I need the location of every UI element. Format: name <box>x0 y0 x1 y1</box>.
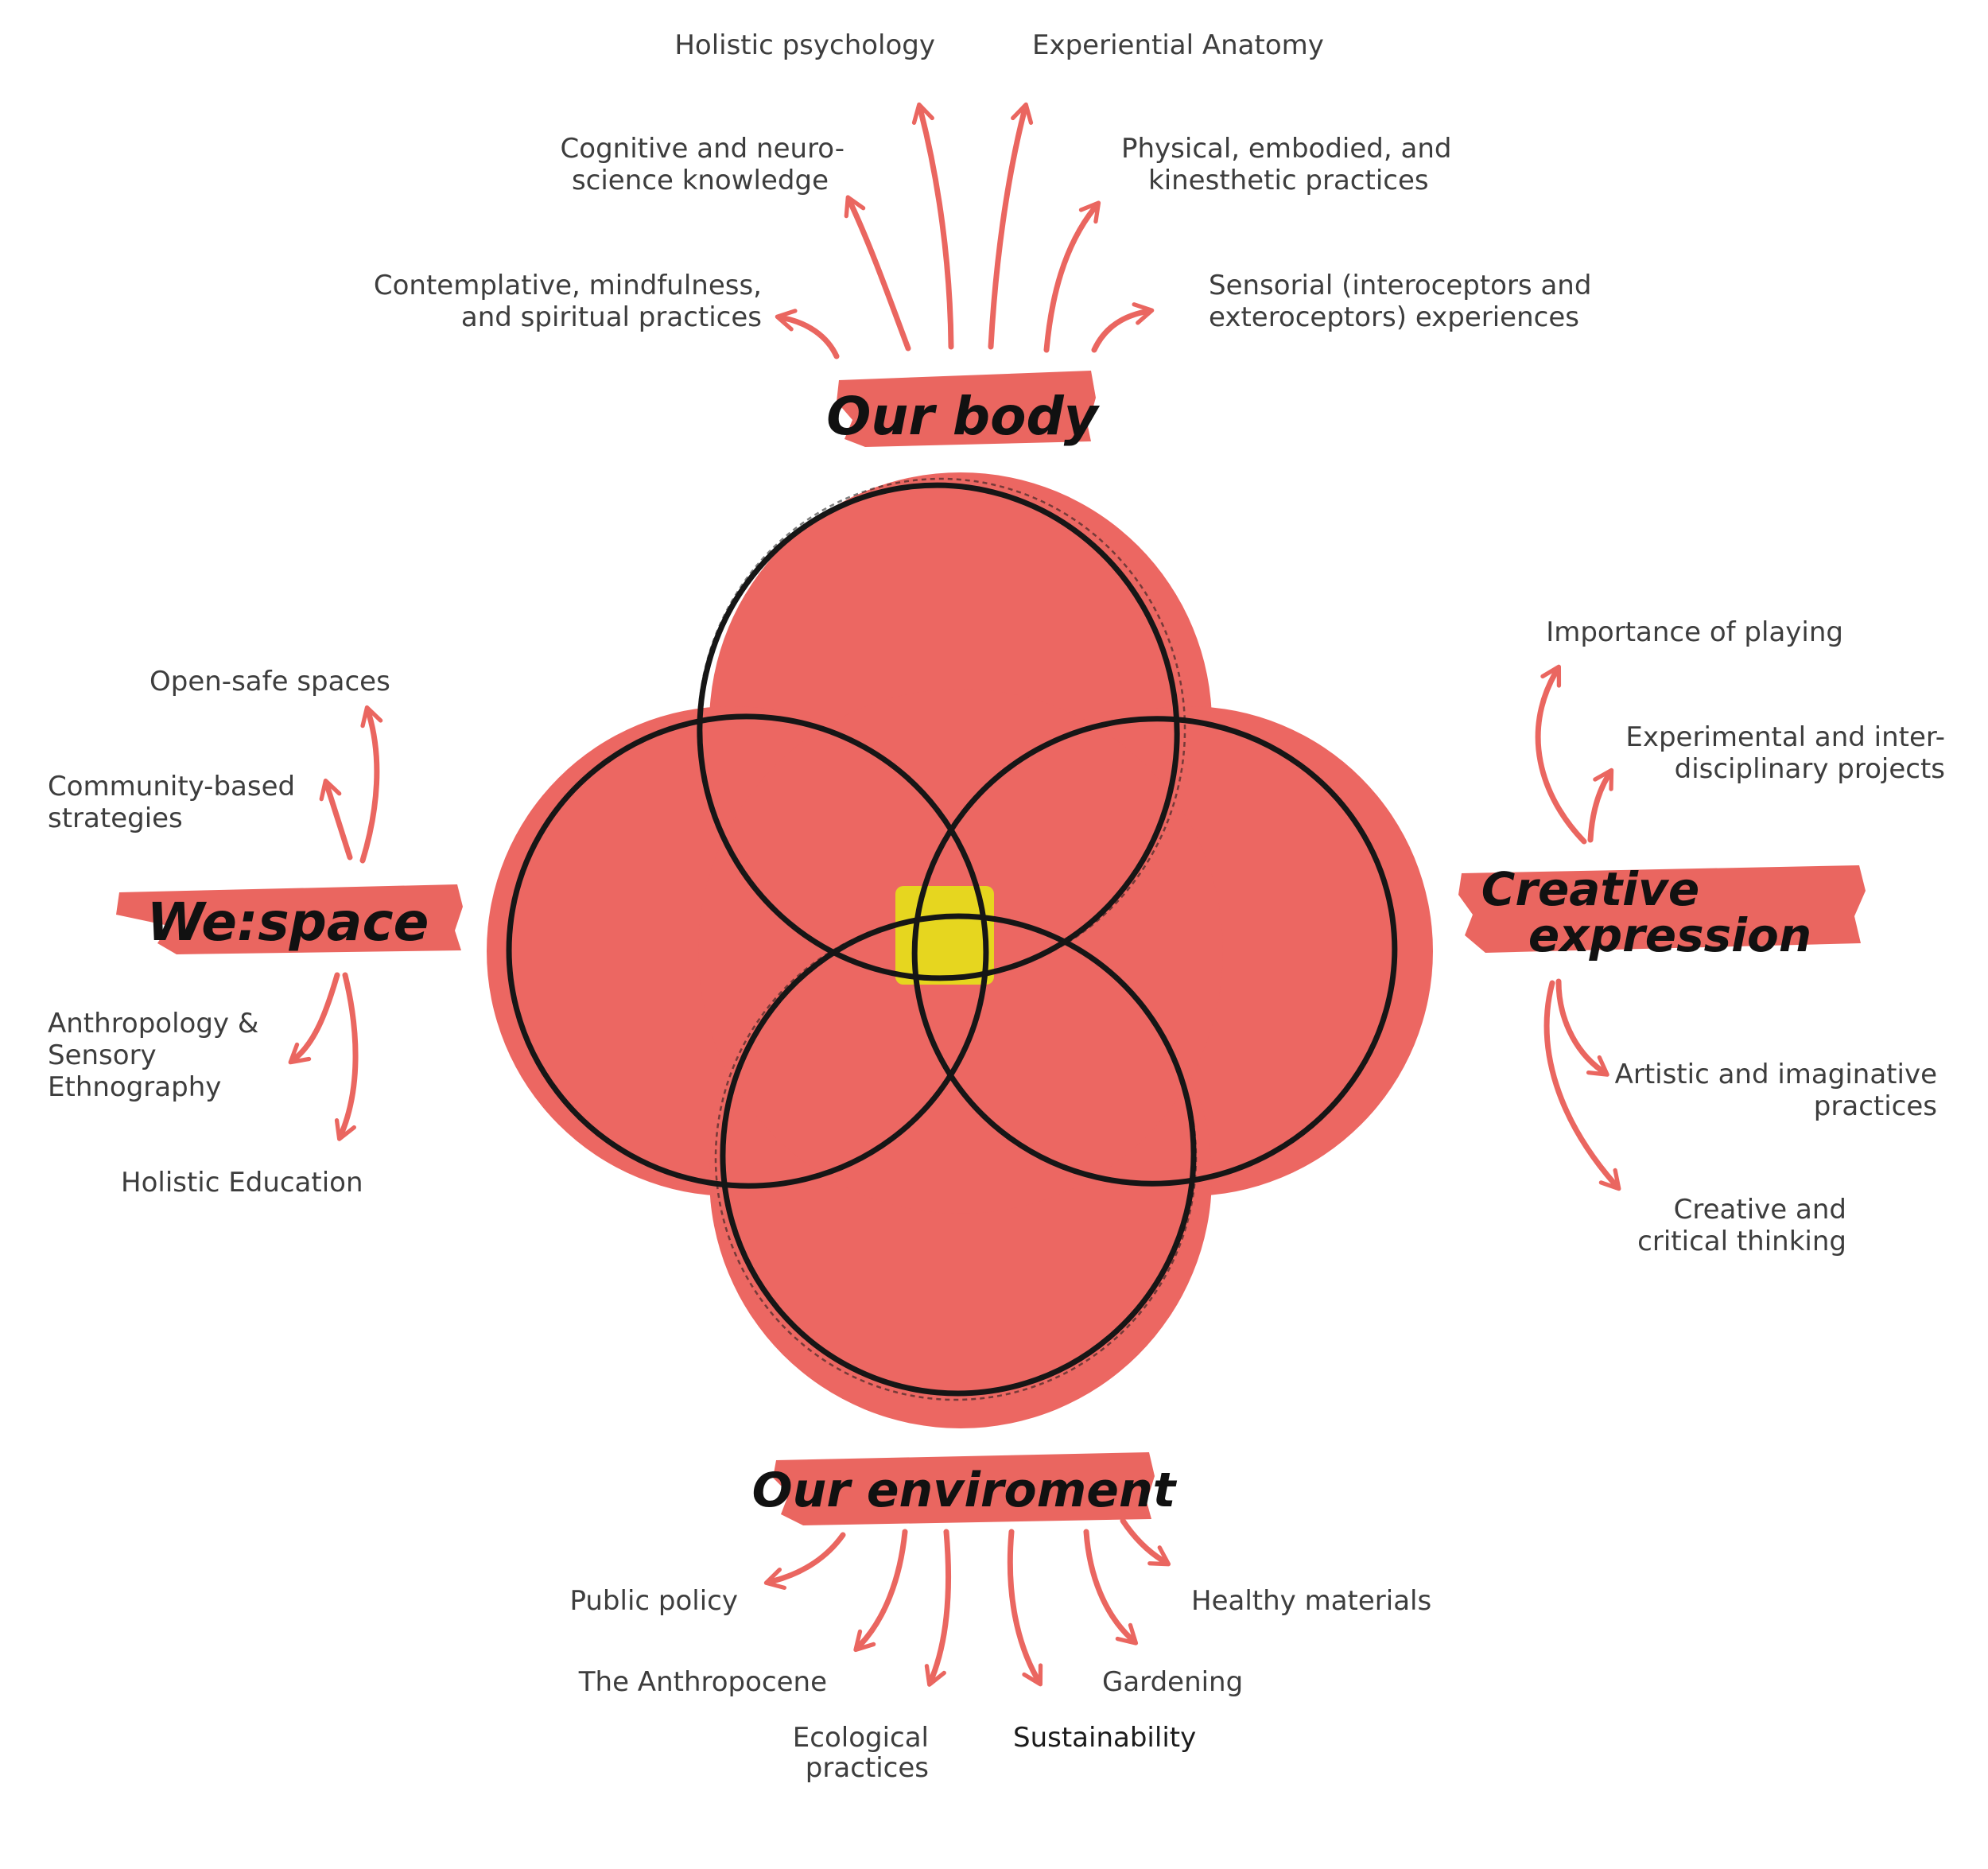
label-ecological-line-1: Ecological <box>793 1722 929 1754</box>
label-artistic-line-2: practices <box>1814 1090 1937 1122</box>
venn-core <box>487 472 1433 1428</box>
category-environment: Our enviroment <box>752 1452 1178 1525</box>
label-physical-line-1: Physical, embodied, and <box>1121 133 1451 165</box>
label-contemplative-line-2: and spiritual practices <box>461 301 762 333</box>
body-brush <box>837 371 1096 447</box>
environment-brush <box>773 1452 1155 1525</box>
label-experiential-anatomy: Experiential Anatomy <box>1032 29 1324 61</box>
label-sensorial-line-1: Sensorial (interoceptors and <box>1209 270 1591 301</box>
arrow-cognitive <box>844 195 911 352</box>
arrow-holistic-psychology <box>911 102 954 350</box>
label-playing: Importance of playing <box>1546 616 1843 648</box>
arrow-sensorial <box>1091 302 1155 353</box>
arrow-holistic-education <box>334 972 359 1141</box>
label-community-line-2: strategies <box>48 802 183 834</box>
labels-environment: Public policy The Anthropocene Ecologica… <box>569 1585 1431 1784</box>
arrow-critical <box>1543 980 1621 1191</box>
venn-blob <box>487 472 1433 1428</box>
label-sustainability: Sustainability <box>1013 1722 1196 1754</box>
arrow-healthy-materials <box>1120 1517 1171 1567</box>
ring-bottom-sketch <box>714 915 1198 1401</box>
category-environment-label: Our enviroment <box>752 1463 1178 1518</box>
category-wespace: We:space <box>116 884 463 954</box>
arrow-community <box>319 778 353 861</box>
arrow-experiential-anatomy <box>988 102 1034 350</box>
label-contemplative-line-1: Contemplative, mindfulness, <box>374 270 762 301</box>
arrows-body <box>775 102 1155 359</box>
arrow-physical <box>1043 200 1101 353</box>
label-holistic-education: Holistic Education <box>121 1167 363 1199</box>
arrow-open-safe <box>359 705 383 864</box>
label-anthropocene: The Anthropocene <box>578 1666 827 1698</box>
ring-top-sketch <box>697 477 1186 980</box>
label-cognitive-line-2: science knowledge <box>572 165 829 196</box>
label-experimental-line-1: Experimental and inter- <box>1625 721 1945 753</box>
label-critical-line-2: critical thinking <box>1637 1226 1846 1257</box>
arrow-sustainability <box>1007 1529 1043 1687</box>
category-creative: Creative expression <box>1458 862 1866 962</box>
creative-brush <box>1458 865 1866 953</box>
arrows-wespace <box>288 705 383 1141</box>
label-gardening: Gardening <box>1102 1666 1243 1698</box>
ring-left <box>506 713 989 1189</box>
labels-creative: Importance of playing Experimental and i… <box>1546 616 1945 1257</box>
label-healthy-materials: Healthy materials <box>1191 1585 1431 1617</box>
label-public-policy: Public policy <box>569 1585 738 1617</box>
label-cognitive-line-1: Cognitive and neuro- <box>561 133 845 165</box>
arrow-ecological <box>924 1529 952 1687</box>
category-creative-label-1: Creative <box>1481 862 1699 916</box>
category-body-label: Our body <box>826 386 1100 447</box>
label-open-safe: Open-safe spaces <box>149 666 390 697</box>
arrows-creative <box>1535 664 1621 1191</box>
arrow-anthropology <box>288 972 340 1065</box>
label-critical-line-1: Creative and <box>1674 1194 1846 1226</box>
arrow-playing <box>1535 664 1587 845</box>
arrow-artistic <box>1555 978 1609 1077</box>
label-community-line-1: Community-based <box>48 771 295 802</box>
label-anthropology-line-2: Sensory <box>48 1039 157 1071</box>
ring-right <box>911 716 1398 1187</box>
category-wespace-label: We:space <box>147 892 429 953</box>
label-anthropology-line-3: Ethnography <box>48 1071 221 1103</box>
arrow-anthropocene <box>853 1529 908 1653</box>
category-body: Our body <box>826 371 1101 447</box>
label-artistic-line-1: Artistic and imaginative <box>1615 1059 1937 1090</box>
labels-body: Holistic psychology Experiential Anatomy… <box>374 29 1592 333</box>
label-holistic-psychology: Holistic psychology <box>674 29 935 61</box>
category-creative-label-2: expression <box>1528 908 1811 962</box>
label-ecological-line-2: practices <box>806 1752 929 1784</box>
label-anthropology-line-1: Anthropology & <box>48 1008 258 1039</box>
label-sensorial-line-2: exteroceptors) experiences <box>1209 301 1579 333</box>
arrow-contemplative <box>775 309 840 359</box>
arrow-public-policy <box>763 1532 846 1591</box>
labels-wespace: Open-safe spaces Community-based strateg… <box>48 666 390 1199</box>
wespace-brush <box>116 884 463 954</box>
arrows-environment <box>763 1517 1171 1687</box>
label-experimental-line-2: disciplinary projects <box>1675 753 1945 785</box>
label-physical-line-2: kinesthetic practices <box>1148 165 1429 196</box>
arrow-experimental <box>1587 767 1614 843</box>
venn-rings <box>506 477 1398 1401</box>
arrow-gardening <box>1083 1529 1139 1646</box>
